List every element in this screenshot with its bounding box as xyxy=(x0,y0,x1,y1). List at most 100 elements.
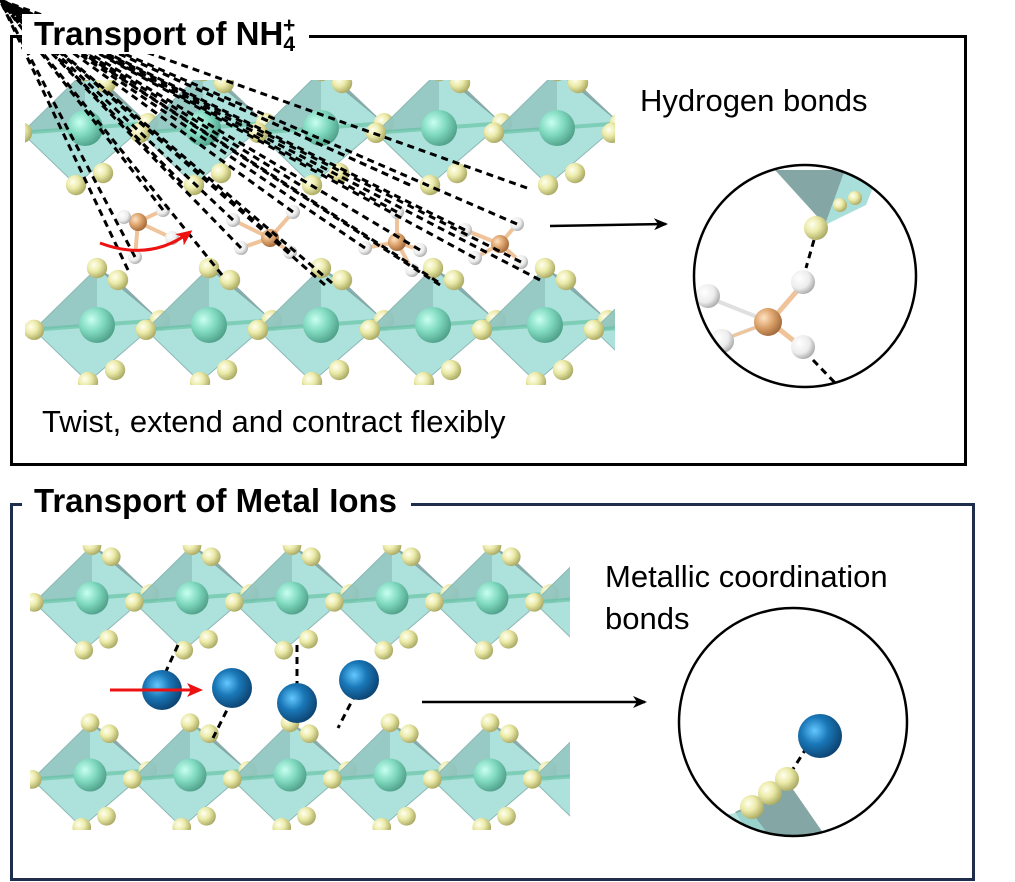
nitrogen-atom xyxy=(754,308,782,336)
nitrogen-atom xyxy=(129,213,147,231)
anion-atom xyxy=(775,767,799,791)
anion-atom xyxy=(328,359,350,381)
anion-atom xyxy=(501,547,521,567)
center-atom xyxy=(576,582,609,615)
anion-atom xyxy=(301,371,323,385)
anion-atom xyxy=(201,547,221,567)
metal-ion xyxy=(212,668,252,708)
bond-dash xyxy=(0,0,366,250)
anion-atom xyxy=(222,770,242,789)
anion-atom xyxy=(359,319,381,340)
anion-atom xyxy=(247,319,269,340)
bond-dash xyxy=(0,0,421,252)
anion-atom xyxy=(564,162,586,184)
anion-atom xyxy=(683,163,703,183)
anion-atom xyxy=(182,545,202,556)
metal-ion xyxy=(798,714,842,758)
anion-atom xyxy=(668,270,688,290)
ammonium-ion xyxy=(117,203,179,264)
center-atom xyxy=(73,758,107,792)
ammonium-ion xyxy=(358,205,427,277)
anion-atom xyxy=(422,770,442,789)
anion-atom xyxy=(440,359,462,381)
anion-atom xyxy=(99,724,119,744)
octahedron xyxy=(224,545,360,660)
octahedral-lattice-bottom-panel xyxy=(30,545,657,830)
anion-atom xyxy=(474,640,494,660)
hydrogen-atom xyxy=(791,335,815,359)
octahedron xyxy=(524,566,609,638)
anion-atom xyxy=(525,371,547,385)
bond-dash xyxy=(0,0,528,190)
octahedron-fragment xyxy=(775,170,845,225)
panel-title-metal-ions: Transport of Metal Ions xyxy=(22,481,412,521)
anion-atom xyxy=(399,629,418,649)
anion-atom xyxy=(331,269,353,291)
anion-atom xyxy=(30,593,44,612)
anion-atom xyxy=(180,713,200,733)
anion-atom xyxy=(80,713,100,733)
anion-atom xyxy=(424,593,444,612)
anion-atom xyxy=(401,547,421,567)
anion-atom xyxy=(86,257,108,279)
anion-atom xyxy=(272,817,292,830)
center-atom xyxy=(415,307,451,343)
anion-atom xyxy=(74,640,94,660)
anion-atom xyxy=(310,257,332,279)
center-atom xyxy=(574,759,607,792)
anion-atom xyxy=(101,547,121,567)
anion-atom xyxy=(124,593,144,612)
nh4-transport-panel xyxy=(10,35,967,466)
anion-atom xyxy=(122,770,142,789)
anion-atom xyxy=(219,269,241,291)
anion-atom xyxy=(107,269,129,291)
anion-atom xyxy=(638,761,657,780)
anion-atom xyxy=(189,371,211,385)
octahedron xyxy=(359,257,507,385)
anion-atom xyxy=(299,724,319,744)
anion-atom xyxy=(95,80,117,94)
anion-atom xyxy=(567,80,589,94)
anion-atom xyxy=(104,359,126,381)
anion-atom xyxy=(77,371,99,385)
anion-atom xyxy=(482,545,502,556)
panel-title-nh4: Transport of NH4+ xyxy=(22,14,310,55)
center-atom xyxy=(539,110,575,146)
center-atom xyxy=(527,307,563,343)
octahedron xyxy=(471,257,615,385)
anion-atom xyxy=(65,174,87,196)
title-superscript: + xyxy=(283,14,296,37)
center-atom xyxy=(421,110,457,146)
anion-atom xyxy=(82,545,102,556)
anion-atom xyxy=(483,122,505,143)
octahedral-lattice-top-panel xyxy=(25,80,730,385)
anion-atom xyxy=(710,310,730,330)
anion-atom xyxy=(833,198,847,212)
anion-atom xyxy=(92,162,114,184)
anion-atom xyxy=(524,593,544,612)
center-atom xyxy=(275,581,309,615)
anion-atom xyxy=(656,175,676,195)
octahedron xyxy=(135,257,283,385)
anion-atom xyxy=(758,781,782,805)
octahedron xyxy=(424,545,560,660)
anion-atom xyxy=(331,80,353,94)
anion-atom xyxy=(316,80,326,82)
center-atom xyxy=(79,307,115,343)
anion-atom xyxy=(380,713,400,733)
bond-dash xyxy=(0,0,130,271)
anion-atom xyxy=(419,174,441,196)
anion-atom xyxy=(499,629,518,649)
anion-atom xyxy=(552,359,574,381)
anion-atom xyxy=(471,319,493,340)
center-atom xyxy=(175,581,209,615)
anion-atom xyxy=(581,713,600,732)
metal-ion xyxy=(339,660,379,700)
anion-atom xyxy=(422,257,444,279)
bond-dash xyxy=(811,358,840,387)
anion-atom xyxy=(480,713,500,733)
anion-atom xyxy=(804,216,828,240)
anion-atom xyxy=(25,319,45,340)
anion-atom xyxy=(324,593,344,612)
anion-atom xyxy=(601,122,615,143)
